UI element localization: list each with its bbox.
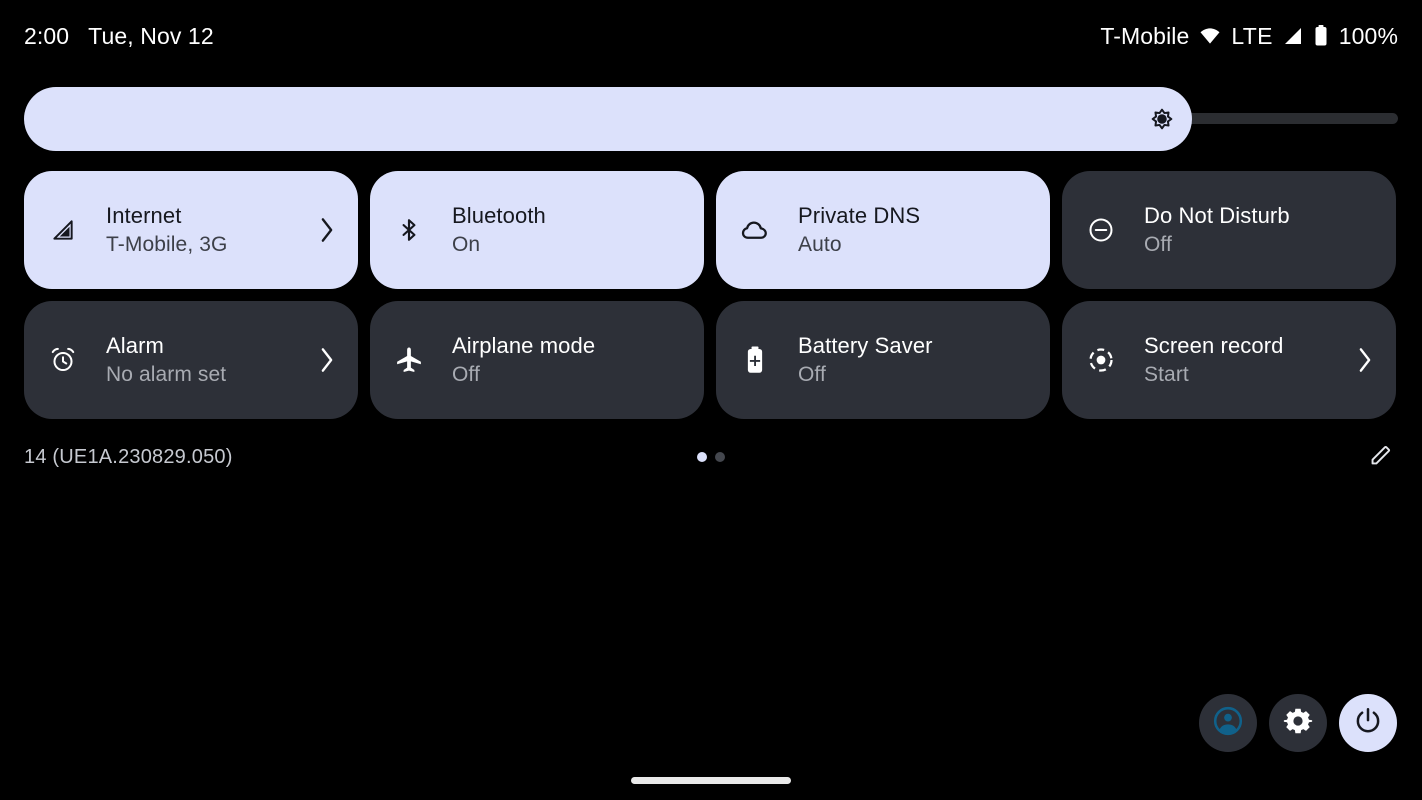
- tile-internet-subtitle: T-Mobile, 3G: [106, 233, 228, 256]
- tile-do-not-disturb-subtitle: Off: [1144, 233, 1172, 256]
- tile-private-dns[interactable]: Private DNS Auto: [716, 171, 1050, 289]
- user-switcher-button[interactable]: [1199, 694, 1257, 752]
- brightness-slider[interactable]: [24, 87, 1398, 151]
- airplane-icon: [392, 343, 426, 377]
- edit-tiles-button[interactable]: [1364, 440, 1398, 474]
- tile-internet-text: Internet T-Mobile, 3G: [106, 203, 308, 257]
- battery-full-icon: [1313, 24, 1329, 48]
- status-bar-left: 2:00 Tue, Nov 12: [24, 23, 214, 50]
- tile-battery-saver-subtitle: Off: [798, 363, 826, 386]
- tile-screen-record-title: Screen record: [1144, 333, 1284, 358]
- account-circle-icon: [1212, 705, 1244, 742]
- power-button[interactable]: [1339, 694, 1397, 752]
- battery-saver-icon: [738, 343, 772, 377]
- tile-battery-saver-text: Battery Saver Off: [798, 333, 1000, 387]
- tile-alarm-subtitle: No alarm set: [106, 363, 227, 386]
- screen-record-icon: [1084, 343, 1118, 377]
- chevron-right-icon[interactable]: [316, 346, 338, 374]
- tile-screen-record[interactable]: Screen record Start: [1062, 301, 1396, 419]
- power-icon: [1353, 706, 1383, 741]
- tile-internet[interactable]: Internet T-Mobile, 3G: [24, 171, 358, 289]
- tile-internet-title: Internet: [106, 203, 182, 228]
- home-gesture-pill[interactable]: [631, 777, 791, 784]
- do-not-disturb-icon: [1084, 213, 1118, 247]
- tile-screen-record-subtitle: Start: [1144, 363, 1189, 386]
- tile-bluetooth[interactable]: Bluetooth On: [370, 171, 704, 289]
- tile-airplane-mode-title: Airplane mode: [452, 333, 596, 358]
- tile-private-dns-title: Private DNS: [798, 203, 921, 228]
- tile-private-dns-text: Private DNS Auto: [798, 203, 1000, 257]
- status-date: Tue, Nov 12: [88, 22, 214, 49]
- build-version-label: 14 (UE1A.230829.050): [24, 445, 233, 468]
- tile-private-dns-subtitle: Auto: [798, 233, 842, 256]
- battery-percent-label: 100%: [1338, 22, 1398, 49]
- tile-do-not-disturb[interactable]: Do Not Disturb Off: [1062, 171, 1396, 289]
- brightness-track[interactable]: [1187, 113, 1398, 124]
- alarm-clock-icon: [46, 343, 80, 377]
- carrier-label: T-Mobile: [1100, 22, 1190, 49]
- settings-button[interactable]: [1269, 694, 1327, 752]
- signal-bars-icon: [1282, 25, 1304, 47]
- bluetooth-icon: [392, 213, 426, 247]
- tile-alarm[interactable]: Alarm No alarm set: [24, 301, 358, 419]
- footer-action-buttons: [1199, 694, 1397, 752]
- quick-settings-tile-grid: Internet T-Mobile, 3G Bluetooth On: [24, 171, 1398, 419]
- tile-battery-saver[interactable]: Battery Saver Off: [716, 301, 1050, 419]
- brightness-fill[interactable]: [24, 87, 1192, 151]
- page-dot-2[interactable]: [715, 452, 725, 462]
- cloud-icon: [738, 213, 772, 247]
- tile-airplane-mode[interactable]: Airplane mode Off: [370, 301, 704, 419]
- tile-do-not-disturb-text: Do Not Disturb Off: [1144, 203, 1346, 257]
- page-indicator: [24, 440, 1398, 474]
- tile-alarm-text: Alarm No alarm set: [106, 333, 308, 387]
- status-bar-right: T-Mobile LTE 100%: [1100, 23, 1398, 50]
- tile-bluetooth-text: Bluetooth On: [452, 203, 654, 257]
- tile-airplane-mode-text: Airplane mode Off: [452, 333, 654, 387]
- chevron-right-icon[interactable]: [1354, 346, 1376, 374]
- tile-bluetooth-title: Bluetooth: [452, 203, 546, 228]
- chevron-right-icon[interactable]: [316, 216, 338, 244]
- signal-cellular-icon: [46, 213, 80, 247]
- tile-bluetooth-subtitle: On: [452, 233, 481, 256]
- tile-screen-record-text: Screen record Start: [1144, 333, 1346, 387]
- tile-alarm-title: Alarm: [106, 333, 164, 358]
- gear-icon: [1283, 706, 1313, 741]
- page-dot-1[interactable]: [697, 452, 707, 462]
- status-bar: 2:00 Tue, Nov 12 T-Mobile LTE 100%: [0, 0, 1422, 72]
- tile-do-not-disturb-title: Do Not Disturb: [1144, 203, 1290, 228]
- tile-battery-saver-title: Battery Saver: [798, 333, 933, 358]
- network-type-label: LTE: [1231, 22, 1273, 49]
- quick-settings-footer: 14 (UE1A.230829.050): [24, 440, 1398, 474]
- wifi-icon: [1198, 24, 1222, 48]
- brightness-icon: [1148, 105, 1176, 133]
- tile-airplane-mode-subtitle: Off: [452, 363, 480, 386]
- status-clock: 2:00: [24, 22, 70, 49]
- pencil-edit-icon: [1368, 442, 1394, 473]
